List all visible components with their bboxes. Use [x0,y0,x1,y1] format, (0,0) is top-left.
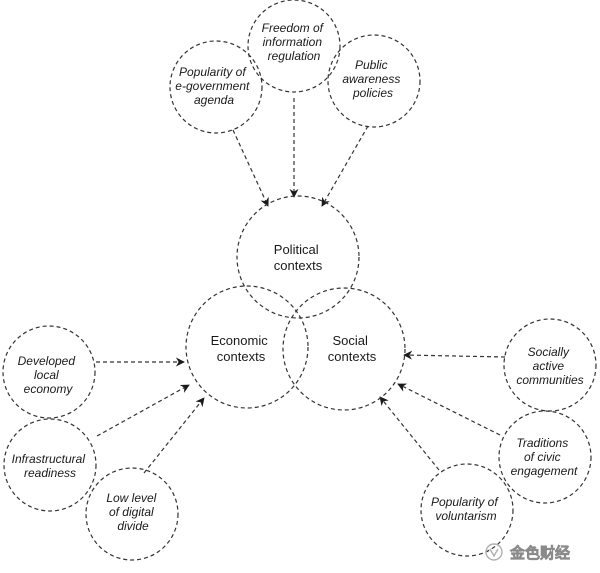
arrow-voluntarism-to-social [379,396,440,471]
economic-label-line-2: contexts [217,349,266,364]
egov-factor-label: Popularity of e-government agenda [175,65,252,107]
social-context-circle [282,287,406,411]
civic-factor-label: Traditions of civic engagement [511,436,578,478]
egov-factor-circle [169,40,263,134]
economic-context-circle [185,285,309,409]
economy-factor-circle [2,325,96,419]
watermark-text: 金色财经 [509,544,570,562]
social-label-line-1: Social [332,333,368,348]
economy-line-2: local [34,368,59,382]
communities-line-3: communities [516,373,583,387]
infrastructural-line-1: Infrastructural [12,452,86,466]
arrow-divide-to-economic [143,397,205,474]
economy-line-1: Developed [18,354,76,368]
civic-line-3: engagement [511,464,578,478]
awareness-line-1: Public [355,58,388,72]
voluntarism-line-2: voluntarism [435,509,496,523]
political-label-line-2: contexts [274,258,323,273]
economy-factor-label: Developed local economy [18,354,79,396]
freedom-line-3: regulation [268,49,321,63]
communities-line-2: active [533,359,565,373]
voluntarism-line-1: Popularity of [431,495,499,509]
communities-factor-circle [503,318,597,412]
egov-line-2: e-government [175,79,250,93]
infrastructural-factor-circle [3,418,97,512]
freedom-factor-circle [247,0,341,93]
communities-factor-label: Socially active communities [516,345,583,387]
freedom-line-2: information [263,35,323,49]
political-context-circle [236,195,360,319]
social-label-line-2: contexts [328,349,377,364]
freedom-line-1: Freedom of [262,21,325,35]
factor-circles [2,0,597,561]
civic-line-1: Traditions [516,436,568,450]
arrow-communities-to-social [403,350,506,360]
egov-line-1: Popularity of [179,65,247,79]
divide-factor-label: Low level of digital divide [106,491,159,533]
freedom-factor-label: Freedom of information regulation [262,21,327,63]
civic-factor-circle [498,410,592,504]
infrastructural-line-2: readiness [24,466,76,480]
arrow-civic-to-social [397,383,501,436]
social-context-label: Social contexts [328,333,377,364]
arrows [96,98,506,474]
voluntarism-factor-label: Popularity of voluntarism [431,495,501,523]
divide-line-2: of digital [109,505,154,519]
awareness-factor-label: Public awareness policies [342,58,403,100]
economic-context-label: Economic contexts [211,333,272,364]
political-context-label: Political contexts [274,242,323,273]
context-labels: Political contexts Economic contexts Soc… [211,242,377,364]
civic-line-2: of civic [524,450,561,464]
divide-line-3: divide [117,519,149,533]
economy-line-3: economy [24,382,74,396]
context-circles [185,195,406,411]
egov-line-3: agenda [194,93,234,107]
awareness-line-3: policies [352,86,393,100]
arrow-awareness-to-political [321,125,369,207]
watermark: 金色财经 [485,543,570,562]
watermark-logo-icon [485,543,503,561]
economic-label-line-1: Economic [211,333,269,348]
divide-factor-circle [85,467,179,561]
voluntarism-factor-circle [420,463,514,557]
arrow-egov-to-political [232,129,269,207]
awareness-factor-circle [327,34,421,128]
divide-line-1: Low level [106,491,156,505]
political-label-line-1: Political [274,242,319,257]
watermark-logo-mark [489,548,499,558]
arrow-infrastructural-to-economic [96,384,190,437]
awareness-line-2: awareness [342,72,400,86]
communities-line-1: Socially [528,345,570,359]
factor-labels: Freedom of information regulation Popula… [12,21,584,533]
infrastructural-factor-label: Infrastructural readiness [12,452,89,480]
